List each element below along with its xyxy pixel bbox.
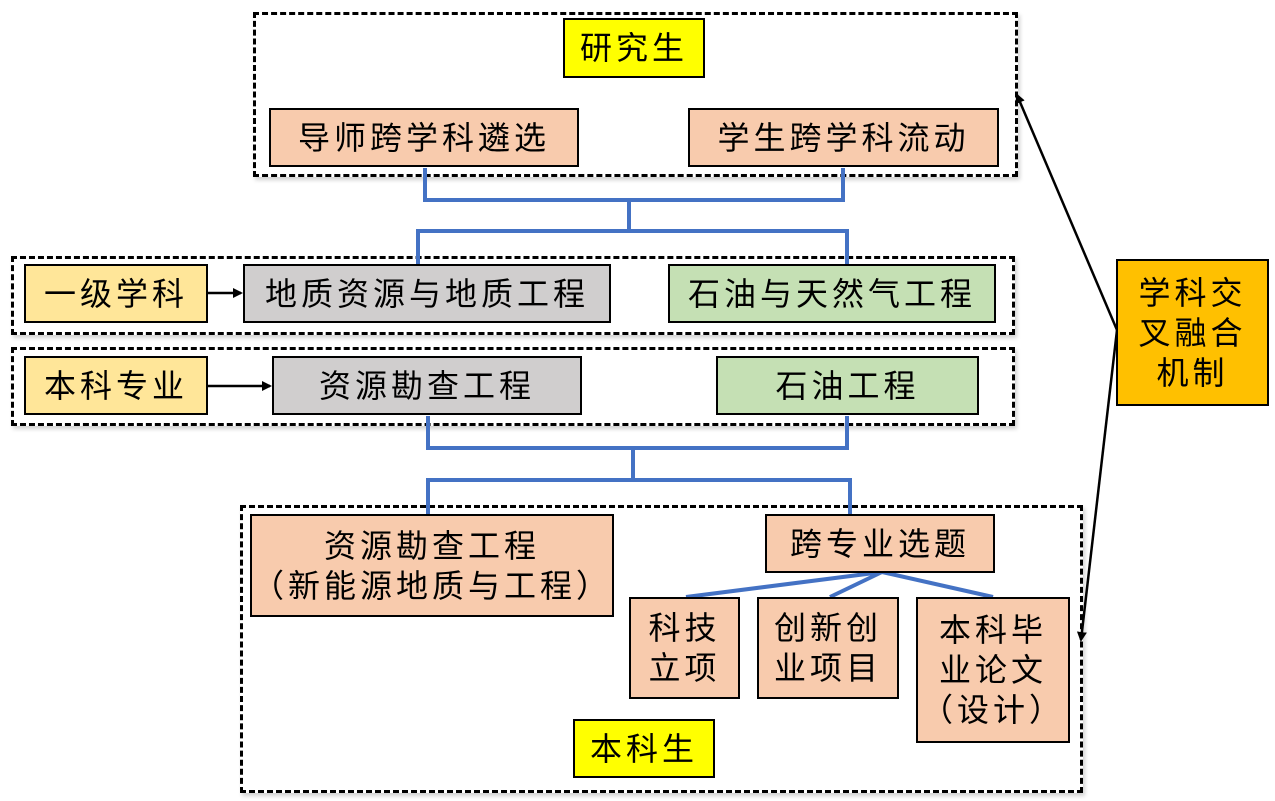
geo-resources-discipline-text: 地质资源与地质工程 [264, 274, 589, 313]
mechanism-line-1: 学科交 [1138, 273, 1247, 312]
student-cross-mobility-text: 学生跨学科流动 [717, 118, 970, 157]
mechanism-line-3: 机制 [1156, 353, 1229, 392]
innovation-entrepreneurship-box: 创新创 业项目 [757, 597, 899, 699]
new-energy-major-line-2: （新能源地质与工程） [252, 566, 613, 605]
graduate-label: 研究生 [563, 18, 705, 78]
arrow-mechanism-to-undergrad [1076, 329, 1119, 642]
undergrad-major-label-text: 本科专业 [43, 366, 188, 405]
first-level-discipline-label: 一级学科 [24, 264, 208, 323]
graduate-label-text: 研究生 [579, 29, 688, 67]
petroleum-engineering-major-box: 石油工程 [716, 356, 979, 415]
connector-graduate-to-discipline [416, 168, 849, 264]
arrow-mechanism-to-graduate [1015, 93, 1119, 331]
mechanism-line-2: 叉融合 [1138, 313, 1247, 352]
undergrad-label: 本科生 [573, 719, 715, 778]
petroleum-gas-discipline-box: 石油与天然气工程 [668, 264, 996, 323]
new-energy-major-line-1: 资源勘查工程 [323, 526, 540, 565]
sci-tech-project-line-2: 立项 [648, 649, 721, 687]
petroleum-gas-discipline-text: 石油与天然气工程 [687, 274, 976, 313]
graduation-thesis-line-2: 业论文 [938, 651, 1047, 689]
first-level-discipline-label-text: 一级学科 [43, 274, 188, 313]
innovation-entrepreneurship-line-2: 业项目 [773, 649, 882, 687]
graduation-thesis-box: 本科毕 业论文 （设计） [916, 597, 1070, 743]
graduation-thesis-line-3: （设计） [920, 691, 1065, 729]
cross-major-topic-text: 跨专业选题 [789, 524, 970, 563]
innovation-entrepreneurship-line-1: 创新创 [773, 609, 882, 647]
undergrad-label-text: 本科生 [589, 729, 698, 768]
sci-tech-project-box: 科技 立项 [629, 597, 740, 699]
cross-major-topic-box: 跨专业选题 [765, 514, 995, 573]
graduation-thesis-line-1: 本科毕 [938, 611, 1047, 649]
student-cross-mobility-box: 学生跨学科流动 [688, 108, 999, 167]
undergrad-major-label: 本科专业 [24, 356, 208, 415]
connector-major-to-undergrad [426, 416, 852, 515]
resource-exploration-major-box: 资源勘查工程 [272, 356, 582, 415]
interdisciplinary-mechanism-box: 学科交 叉融合 机制 [1116, 259, 1269, 406]
sci-tech-project-line-1: 科技 [648, 609, 721, 647]
advisor-cross-selection-box: 导师跨学科遴选 [269, 108, 579, 167]
geo-resources-discipline-box: 地质资源与地质工程 [243, 264, 611, 323]
new-energy-major-box: 资源勘查工程 （新能源地质与工程） [250, 514, 614, 617]
petroleum-engineering-major-text: 石油工程 [775, 366, 920, 405]
advisor-cross-selection-text: 导师跨学科遴选 [297, 118, 550, 157]
resource-exploration-major-text: 资源勘查工程 [318, 366, 535, 405]
